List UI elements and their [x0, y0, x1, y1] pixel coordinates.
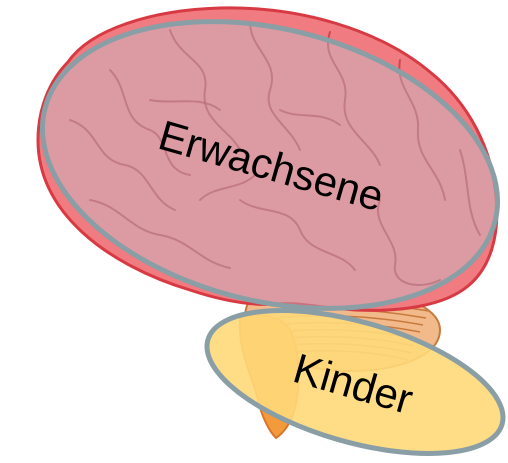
brain-diagram: Erwachsene Kinder — [0, 0, 508, 463]
